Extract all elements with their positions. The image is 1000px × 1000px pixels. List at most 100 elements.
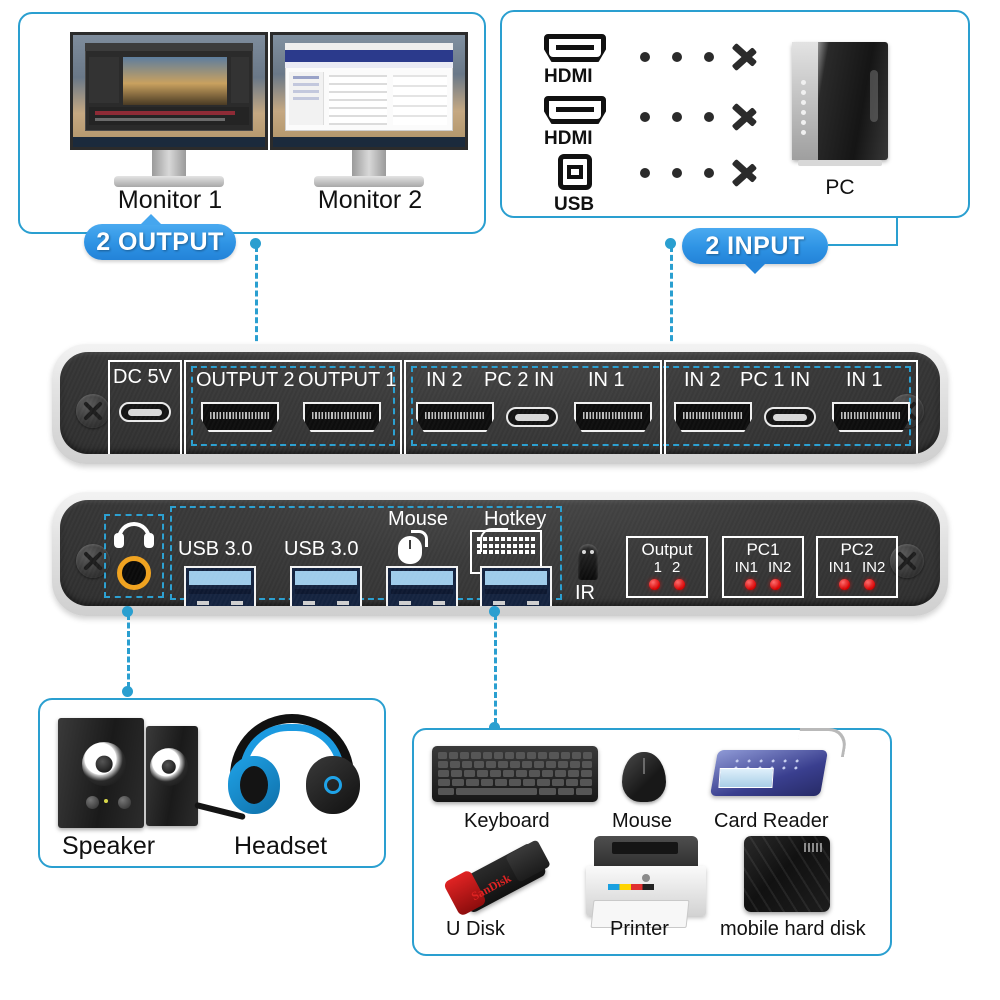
- led-group-output: Output 1 2: [626, 536, 708, 598]
- usb-slot: [485, 589, 547, 594]
- led-sub-in1: IN1: [828, 559, 852, 576]
- usb-b-icon: [558, 154, 592, 190]
- output-connector-line: [255, 246, 258, 350]
- output-callout-box: Monitor 1 Monitor 2: [18, 12, 486, 234]
- usb1-label: USB 3.0: [178, 538, 253, 560]
- flow-dot: [640, 168, 650, 178]
- front-panel-device: USB 3.0 USB 3.0 Mouse Hotkey: [52, 492, 948, 616]
- rear-group-outputs: [184, 360, 402, 454]
- output2-label: OUTPUT 2: [196, 369, 295, 391]
- speaker-volume-knob: [86, 796, 99, 809]
- monitor-2-label: Monitor 2: [317, 186, 423, 214]
- usb-slot: [295, 589, 357, 594]
- mouse-icon: [398, 530, 428, 564]
- flow-dot: [640, 52, 650, 62]
- input-badge-link-line: [828, 244, 898, 246]
- headphone-band: [117, 522, 151, 542]
- pc1-usb-c-port: [764, 407, 816, 427]
- printer-toner-indicator: [608, 884, 654, 890]
- flow-dot: [672, 52, 682, 62]
- chevron-right-icon: [732, 150, 762, 196]
- hdmi-label-2: HDMI: [544, 128, 593, 149]
- rear-panel-face: DC 5V OUTPUT 2 OUTPUT 1 IN 2 PC 2 IN IN …: [60, 352, 940, 454]
- hdmi-pins: [841, 411, 901, 419]
- audio-jack-port: [117, 556, 151, 590]
- pc1-in-label: PC 1 IN: [740, 369, 811, 391]
- input-badge-left-link: [600, 216, 602, 218]
- led-group-pc2: PC2 IN1 IN2: [816, 536, 898, 598]
- rear-group-pc2-highlight: [411, 366, 911, 446]
- audio-callout-box: Speaker Headset: [38, 698, 386, 868]
- input-connector-dot-top: [665, 238, 676, 249]
- rear-panel-device: DC 5V OUTPUT 2 OUTPUT 1 IN 2 PC 2 IN IN …: [52, 344, 948, 464]
- keyboard-row-space: [438, 788, 592, 795]
- led-indicators: [745, 579, 781, 590]
- keyboard-label: Keyboard: [464, 810, 550, 832]
- usb-slot: [391, 589, 453, 594]
- input-badge-tail: [744, 263, 766, 274]
- mobile-hard-disk-label: mobile hard disk: [720, 918, 866, 940]
- pc2-in2-label: IN 2: [426, 369, 463, 391]
- usb-zone-highlight: [170, 506, 562, 600]
- usb-contacts: [292, 601, 360, 605]
- usb-port-2: [290, 566, 362, 606]
- pc2-in1-label: IN 1: [588, 369, 625, 391]
- pc1-in1-label: IN 1: [846, 369, 883, 391]
- output-badge: 2 OUTPUT: [84, 214, 236, 260]
- hdmi-pins: [425, 411, 485, 419]
- usb-slot: [189, 589, 251, 594]
- usb-contacts: [388, 601, 456, 605]
- led-sub-in1: IN1: [734, 559, 758, 576]
- chevron-right-icon: [732, 94, 762, 140]
- output2-hdmi-port: [201, 402, 279, 432]
- pc-tower-indicator-dots: [801, 80, 806, 140]
- card-reader-inserted-card: [718, 768, 774, 788]
- pc2-in-label: PC 2 IN: [484, 369, 555, 391]
- hdmi-label-1: HDMI: [544, 66, 593, 87]
- mouse-port-label: Mouse: [388, 508, 449, 530]
- monitor-1-screen: [73, 35, 265, 147]
- usb-connector-line: [494, 614, 497, 724]
- led-group-pc2-title: PC2: [840, 540, 874, 559]
- flow-dot: [672, 168, 682, 178]
- headset-earcup-left-pad: [240, 766, 268, 804]
- keyboard-cable-icon: [480, 528, 508, 552]
- output-badge-label: 2 OUTPUT: [96, 227, 224, 256]
- led-sub-1: 1: [653, 559, 662, 576]
- usb-contacts: [186, 601, 254, 605]
- usb-contacts: [482, 601, 550, 605]
- udisk-label: U Disk: [446, 918, 505, 940]
- chevron-right-icon: [732, 34, 762, 80]
- monitor-1-graphic: [70, 32, 268, 187]
- flow-dot: [704, 112, 714, 122]
- hdd-brand-logo: [804, 843, 822, 852]
- led-group-output-title: Output: [641, 540, 693, 559]
- hdmi-icon: [544, 96, 606, 124]
- front-panel-screw-right: [890, 544, 924, 578]
- dc5v-label: DC 5V: [113, 366, 172, 388]
- printer-power-button: [642, 874, 650, 882]
- flow-dot: [640, 112, 650, 122]
- ir-label: IR: [575, 582, 595, 604]
- input-badge-label: 2 INPUT: [705, 231, 805, 260]
- keyboard-row: [438, 761, 592, 768]
- led-sub-in2: IN2: [768, 559, 792, 576]
- printer-label: Printer: [610, 918, 669, 940]
- audio-connector-dot-bottom: [122, 686, 133, 697]
- audio-connector-line: [127, 614, 130, 688]
- pc1-in1-hdmi-port: [832, 402, 910, 432]
- led-group-pc2-sub: IN1 IN2: [829, 559, 886, 576]
- usb-tongue: [485, 571, 547, 585]
- usb-port-hotkey: [480, 566, 552, 606]
- usb2-label: USB 3.0: [284, 538, 359, 560]
- monitor-1-stand-base: [114, 176, 224, 187]
- hotkey-port-label: Hotkey: [484, 508, 547, 530]
- pc-tower-graphic: [792, 42, 888, 166]
- audio-connector-dot-top: [122, 606, 133, 617]
- output-badge-tail: [140, 214, 162, 225]
- headset-label: Headset: [234, 832, 328, 860]
- usb-tongue: [391, 571, 453, 585]
- monitor-2-stand-base: [314, 176, 424, 187]
- usb-c-insert: [515, 413, 549, 421]
- input-connector-line: [670, 246, 673, 350]
